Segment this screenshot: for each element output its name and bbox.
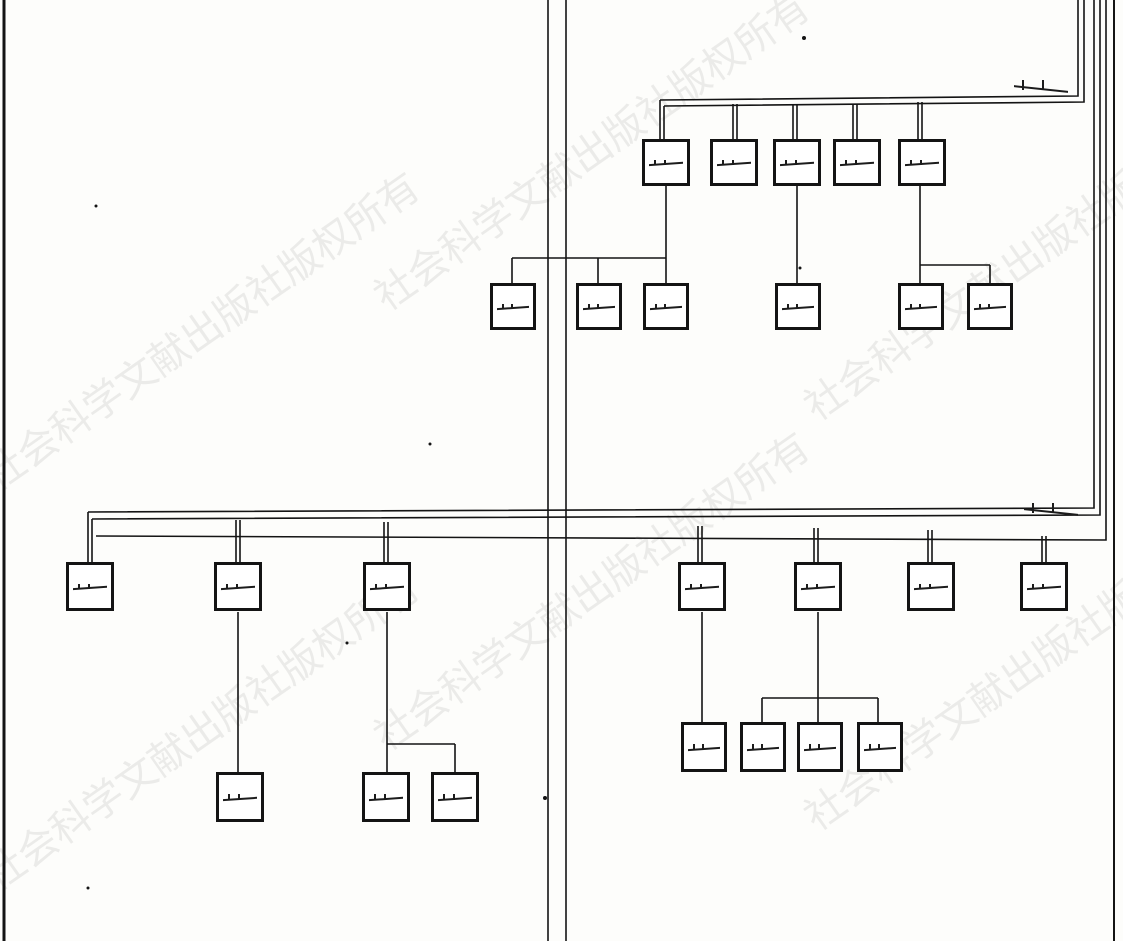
person-box — [362, 772, 410, 822]
handwritten-name — [650, 304, 682, 311]
handwritten-name — [747, 744, 779, 752]
person-box — [642, 139, 690, 186]
handwritten-name — [370, 583, 404, 592]
handwritten-name — [1027, 583, 1061, 592]
ink-speck — [798, 266, 802, 270]
handwritten-name — [914, 583, 948, 592]
ink-speck — [428, 442, 432, 446]
person-box — [794, 562, 842, 611]
ink-speck — [94, 204, 98, 208]
person-box — [216, 772, 264, 822]
trunk-upper — [663, 0, 1085, 107]
branch-label-lower — [1020, 503, 1082, 519]
person-box — [678, 562, 726, 611]
handwritten-name — [583, 304, 615, 311]
handwritten-name — [864, 744, 896, 752]
branch-label-upper — [1010, 80, 1072, 96]
handwritten-name — [717, 160, 751, 167]
handwritten-name — [804, 744, 836, 752]
ink-speck — [802, 36, 806, 40]
person-box — [775, 283, 821, 330]
person-box — [773, 139, 821, 186]
person-box — [643, 283, 689, 330]
handwritten-name — [780, 160, 814, 167]
handwritten-name — [905, 160, 939, 167]
handwritten-name — [73, 583, 107, 592]
handwritten-name — [974, 304, 1006, 311]
person-box — [576, 283, 622, 330]
handwritten-name — [782, 304, 814, 311]
handwritten-name — [688, 744, 720, 752]
person-box — [833, 139, 881, 186]
person-box — [907, 562, 955, 611]
ink-speck — [543, 796, 547, 800]
trunk-lower — [95, 0, 1107, 541]
person-box — [710, 139, 758, 186]
handwritten-name — [497, 304, 529, 311]
handwritten-name — [369, 794, 403, 802]
handwritten-name — [685, 583, 719, 592]
person-box — [490, 283, 536, 330]
trunk-lower — [91, 0, 1101, 520]
person-box — [431, 772, 479, 822]
ink-speck — [345, 641, 349, 645]
person-box — [797, 722, 843, 772]
trunk-lower — [87, 0, 1095, 513]
person-box — [898, 283, 944, 330]
person-box — [681, 722, 727, 772]
person-box — [857, 722, 903, 772]
handwritten-name — [438, 794, 472, 802]
handwritten-name — [801, 583, 835, 592]
handwritten-name — [649, 160, 683, 167]
handwritten-name — [905, 304, 937, 311]
person-box — [214, 562, 262, 611]
person-box — [967, 283, 1013, 330]
ink-speck — [86, 886, 90, 890]
person-box — [898, 139, 946, 186]
handwritten-name — [223, 794, 257, 802]
person-box — [363, 562, 411, 611]
person-box — [66, 562, 114, 611]
person-box — [1020, 562, 1068, 611]
person-box — [740, 722, 786, 772]
handwritten-name — [840, 160, 874, 167]
handwritten-name — [221, 583, 255, 592]
trunk-upper — [659, 0, 1079, 101]
